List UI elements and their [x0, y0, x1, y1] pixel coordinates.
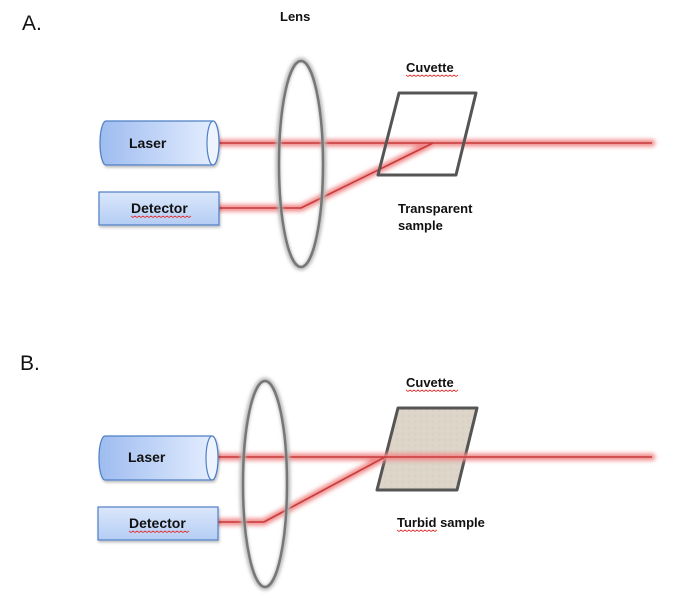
detector-label-a: Detector [131, 200, 188, 216]
detector-b [97, 506, 219, 541]
spellcheck-underline [405, 389, 459, 392]
spellcheck-underline [128, 530, 190, 533]
sample-label-a-line1: Transparent [398, 201, 473, 216]
cuvette-b [375, 406, 479, 492]
detector-label-b: Detector [129, 515, 186, 531]
panel-b-label: B. [20, 352, 40, 375]
lens-b [241, 379, 289, 589]
cuvette-label-a: Cuvette [406, 60, 454, 75]
laser-a [99, 120, 220, 166]
spellcheck-underline [396, 529, 438, 532]
sample-label-a-line2: sample [398, 218, 443, 233]
cuvette-label-b: Cuvette [406, 375, 454, 390]
sample-label-b: Turbid sample [397, 515, 485, 530]
scattered-beam-b [218, 456, 386, 523]
scattered-beam-a [218, 142, 434, 209]
laser-b [98, 435, 219, 481]
lens-a [277, 59, 325, 269]
laser-label-b: Laser [128, 449, 166, 465]
panel-a-label: A. [22, 12, 42, 35]
panel-b: B. Cuvette Laser Detector Turbid sample [20, 352, 656, 591]
panel-a: A. Lens Laser Detector Cuvette Transpare… [22, 9, 656, 271]
spellcheck-underline [130, 215, 192, 218]
cuvette-a [376, 91, 478, 177]
detector-a [98, 191, 220, 226]
laser-label-a: Laser [129, 135, 167, 151]
lens-label: Lens [280, 9, 310, 24]
spellcheck-underline [405, 74, 459, 77]
